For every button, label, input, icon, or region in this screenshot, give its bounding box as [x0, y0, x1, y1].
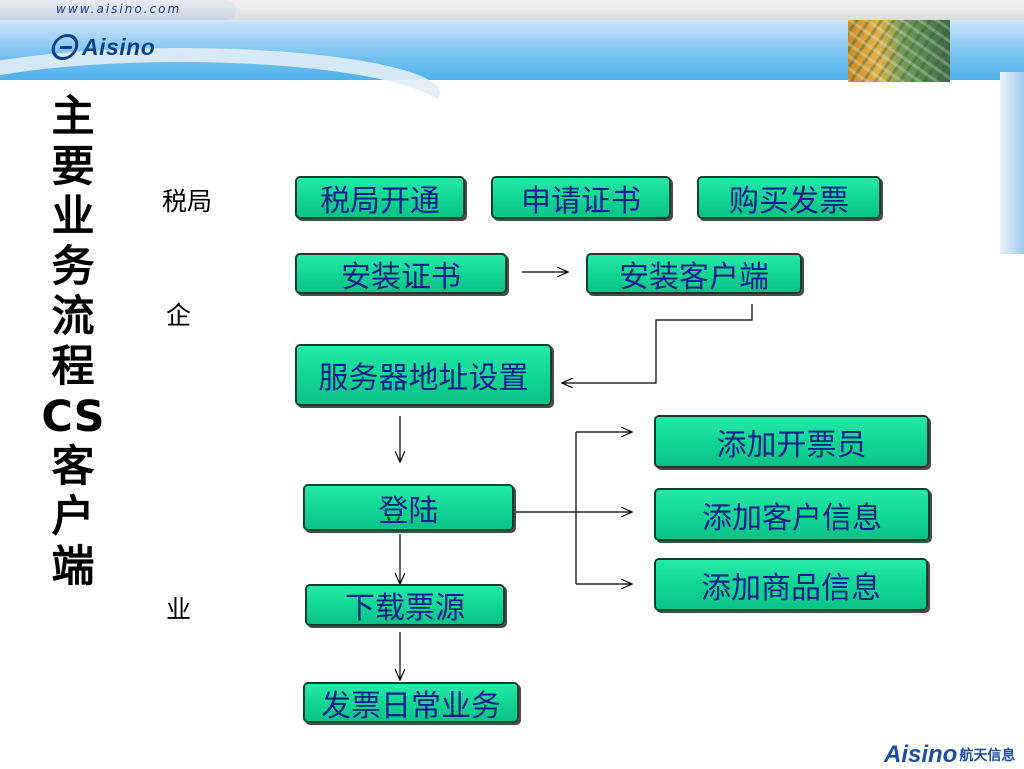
- node-add-product: 添加商品信息: [654, 558, 928, 611]
- title-char: 业: [51, 192, 95, 242]
- node-buy-invoice: 购买发票: [697, 176, 881, 219]
- node-download-source: 下载票源: [305, 584, 505, 626]
- top-strip: [0, 0, 1024, 20]
- node-install-cert: 安装证书: [295, 253, 507, 295]
- title-char: 主: [51, 92, 95, 142]
- node-login: 登陆: [303, 484, 514, 531]
- node-apply-cert: 申请证书: [491, 176, 671, 219]
- title-char: 端: [51, 542, 95, 592]
- title-char: 程: [51, 342, 95, 392]
- footer-logo-cn: 航天信息: [959, 748, 1016, 764]
- node-add-customer: 添加客户信息: [654, 488, 930, 541]
- footer-logo-en: Aisino: [884, 741, 958, 768]
- url-bar: www.aisino.com: [0, 0, 236, 20]
- lane-label-tax-bureau: 税局: [162, 187, 213, 216]
- right-decorative-bar: [1000, 72, 1024, 254]
- arrow-client-to-server-addr: [562, 304, 753, 383]
- lane-label-enterprise-top: 企: [166, 301, 192, 330]
- title-char: 流: [51, 292, 95, 342]
- lane-label-enterprise-bottom: 业: [166, 595, 192, 624]
- title-char: 务: [51, 242, 95, 292]
- node-tax-open: 税局开通: [295, 176, 465, 219]
- title-char: CS: [41, 392, 105, 442]
- footer-logo: Aisino 航天信息: [884, 741, 1016, 768]
- aisino-logo: Aisino: [49, 30, 156, 64]
- node-server-address: 服务器地址设置: [295, 344, 552, 406]
- title-char: 要: [51, 142, 95, 192]
- title-char: 户: [51, 492, 95, 542]
- page-title: 主 要 业 务 流 程 CS 客 户 端: [30, 92, 116, 592]
- logo-text: Aisino: [82, 33, 156, 60]
- node-install-client: 安装客户端: [586, 253, 802, 295]
- node-daily-business: 发票日常业务: [303, 682, 519, 724]
- title-char: 客: [51, 442, 95, 492]
- website-url: www.aisino.com: [56, 2, 182, 16]
- header-photo: [848, 20, 950, 82]
- node-add-issuer: 添加开票员: [654, 415, 929, 468]
